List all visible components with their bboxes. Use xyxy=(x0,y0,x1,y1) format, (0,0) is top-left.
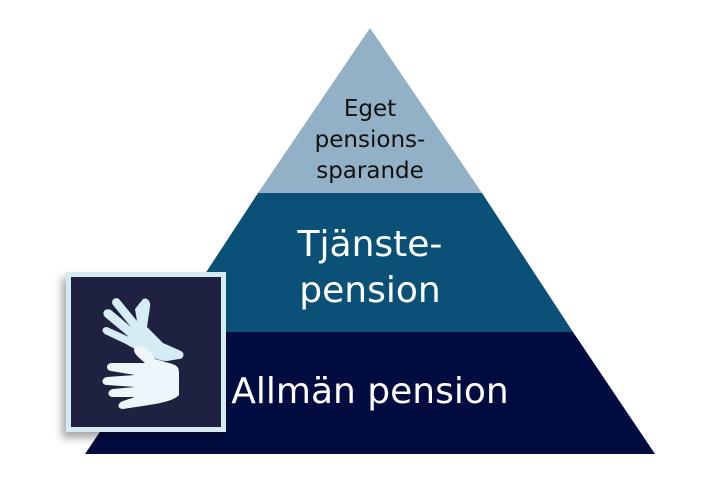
label-tjanstepension: Tjänste- pension xyxy=(240,222,500,314)
label-allman-pension: Allmän pension xyxy=(200,371,540,412)
label-line: Tjänste- xyxy=(297,224,443,265)
sign-language-button[interactable] xyxy=(66,272,226,432)
label-line: Allmän pension xyxy=(231,371,509,412)
label-line: Eget xyxy=(343,96,397,122)
label-line: pensions- xyxy=(314,127,426,153)
pyramid-level-middle xyxy=(167,193,573,332)
sign-language-icon xyxy=(102,298,184,409)
label-line: pension xyxy=(299,270,441,311)
pyramid-level-bottom xyxy=(85,332,655,454)
pyramid-level-top xyxy=(258,28,482,193)
label-line: sparande xyxy=(316,158,424,184)
label-eget-pensionssparande: Eget pensions- sparande xyxy=(300,94,440,187)
